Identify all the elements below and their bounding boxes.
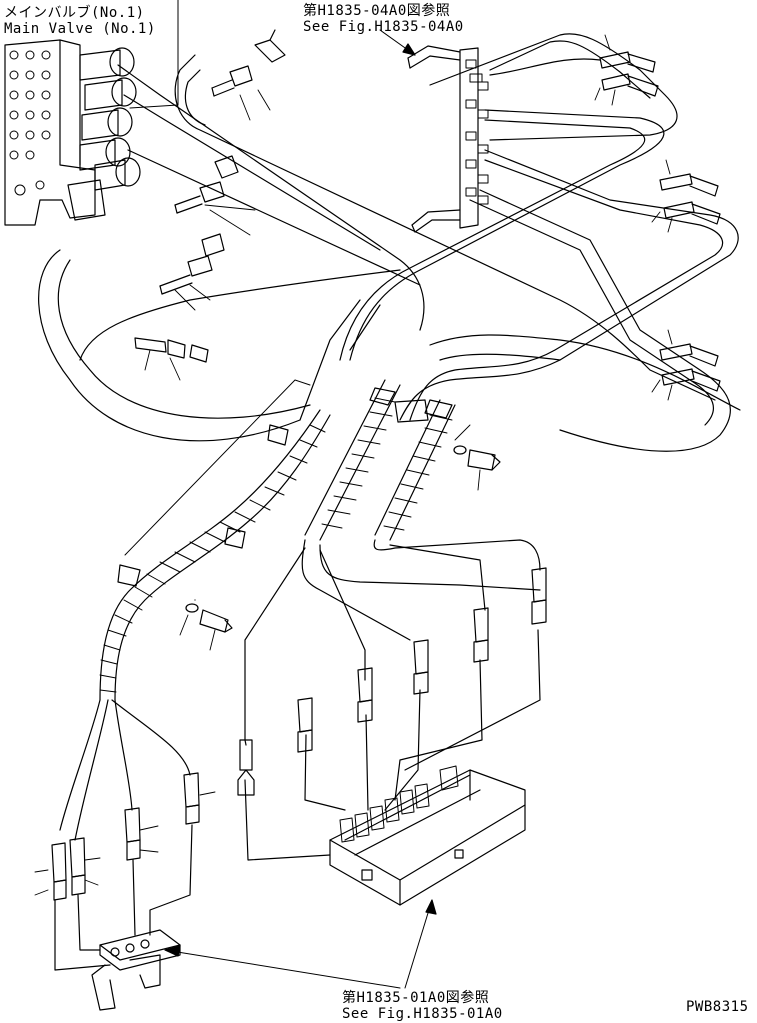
valve-fittings [134,29,286,381]
ref-top-label-en: See Fig.H1835-04A0 [303,19,464,35]
ref-bottom-label-en: See Fig.H1835-01A0 [342,1006,503,1022]
main-valve-label-ja: メインバルブ(No.1) [4,5,145,21]
reference-arrows [164,29,437,989]
hose-clamps [117,379,501,651]
right-fittings [594,34,721,401]
main-valve-label-en: Main Valve (No.1) [4,21,156,37]
ref-bottom-label-ja: 第H1835-01A0図参照 [342,990,490,1006]
main-valve [4,39,141,226]
lower-manifold-block [329,765,526,906]
lower-hoses [237,539,547,861]
spiral-hose-bundles [99,379,456,701]
lower-left-assembly [34,699,216,1011]
upper-manifold-bracket [407,45,489,233]
ref-top-label-ja: 第H1835-04A0図参照 [303,3,451,19]
upper-tubing [38,33,741,452]
drawing-number: PWB8315 [686,999,749,1015]
